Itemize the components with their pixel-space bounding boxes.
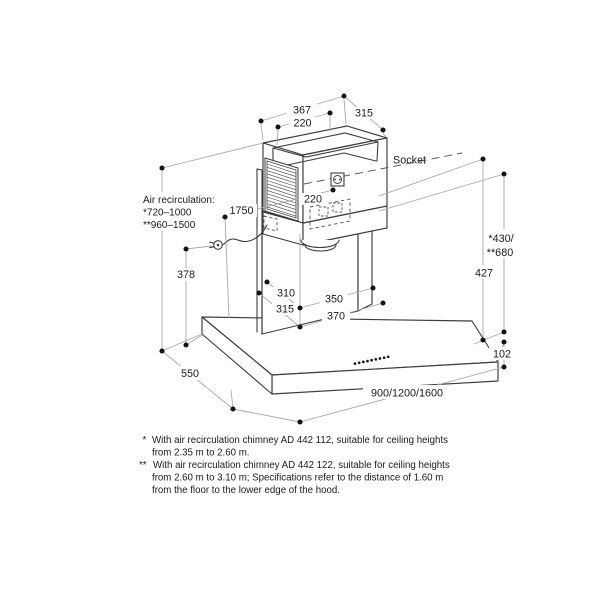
control-buttons (353, 355, 390, 365)
dim-label-315-base: 315 (276, 304, 294, 316)
dimension-labels: 367 220 315 Socket 220 1750 Air recircul… (143, 105, 514, 400)
dim-label-102: 102 (493, 349, 511, 361)
canopy (201, 316, 499, 395)
air-recirculation-note2: **960–1500 (143, 220, 196, 231)
footnote-2-line1: With air recirculation chimney AD 442 12… (153, 460, 450, 471)
power-cord (222, 224, 268, 246)
footnotes: * With air recirculation chimney AD 442 … (139, 435, 450, 496)
dim-label-width: 900/1200/1600 (371, 388, 443, 400)
dim-label-378: 378 (177, 269, 195, 281)
dim-label-430: *430/ (488, 233, 513, 245)
dim-label-367: 367 (293, 105, 311, 117)
footnote-1-marker: * (143, 435, 147, 446)
dim-label-315-top: 315 (355, 108, 373, 120)
duct-collar (300, 239, 340, 252)
dashed-details (263, 152, 463, 232)
dim-label-310: 310 (277, 288, 295, 300)
dimension-dots (159, 93, 507, 425)
air-recirculation-note1: *720–1000 (143, 208, 192, 219)
footnote-1-line2: from 2.35 m to 2.60 m. (152, 448, 249, 459)
air-recirculation-title: Air recirculation: (143, 195, 215, 206)
power-plug-icon (209, 240, 223, 250)
air-outlet-grille-icon (264, 157, 299, 222)
socket-icon (330, 172, 345, 187)
footnote-1-line1: With air recirculation chimney AD 442 11… (152, 435, 448, 446)
dim-label-350: 350 (325, 294, 343, 306)
dim-label-220-top: 220 (293, 118, 311, 130)
footnote-2-line2: from 2.60 m to 3.10 m; Specifications re… (152, 473, 443, 484)
dim-label-1750: 1750 (229, 205, 253, 217)
dim-label-680: **680 (487, 247, 513, 259)
dim-label-427: 427 (475, 268, 493, 280)
dim-label-220-socket: 220 (304, 194, 322, 206)
dim-label-550: 550 (181, 368, 199, 380)
footnote-2-marker: ** (139, 460, 147, 471)
dim-label-370: 370 (327, 311, 345, 323)
socket-label: Socket (393, 155, 426, 167)
footnote-2-line3: from the floor to the lower edge of the … (152, 485, 340, 496)
label-backgrounds (141, 104, 518, 399)
